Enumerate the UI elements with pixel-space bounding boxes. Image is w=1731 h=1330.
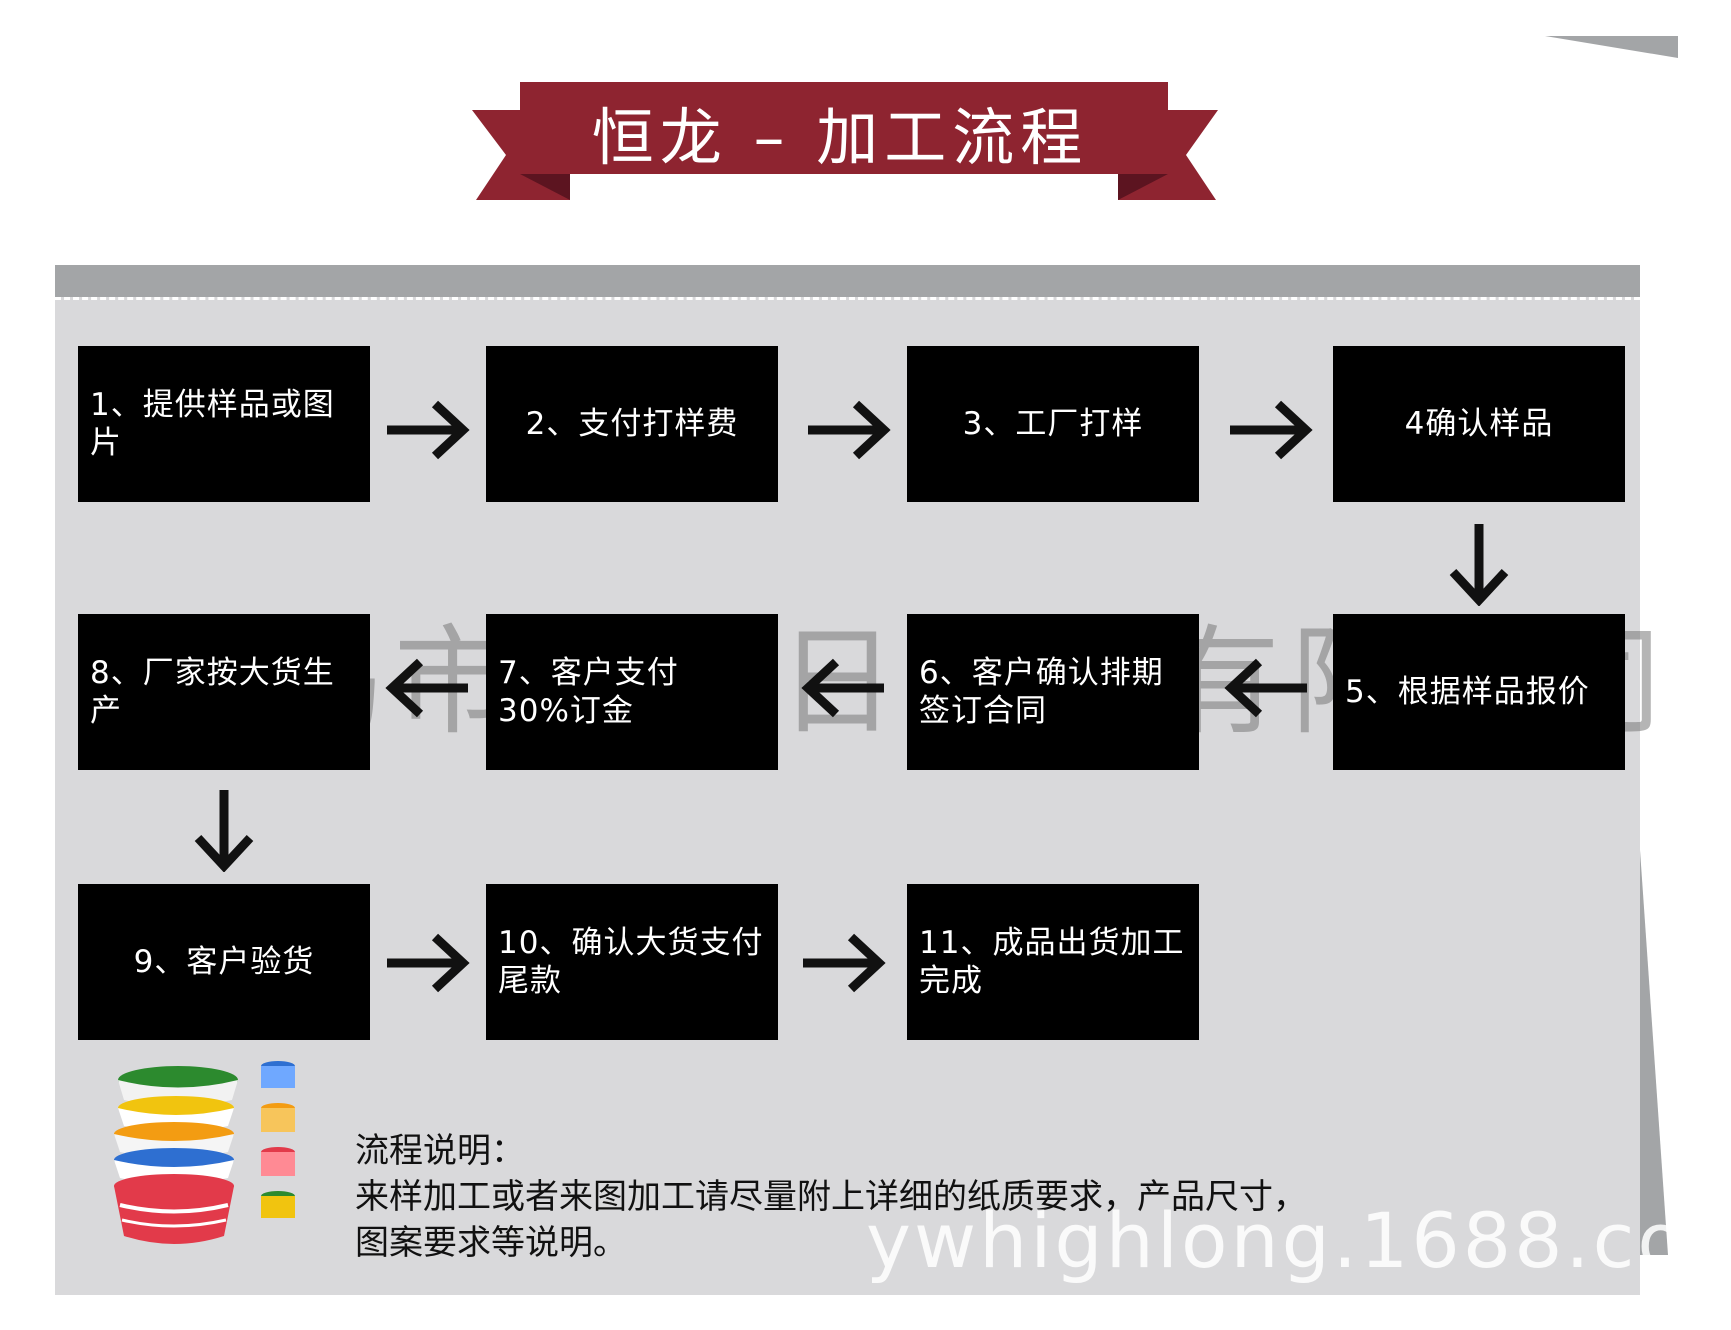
right-arrow-icon	[803, 933, 886, 993]
left-arrow-icon	[385, 658, 468, 718]
step-box-2: 2、支付打样费	[486, 346, 778, 502]
process-notes: 流程说明： 来样加工或者来图加工请尽量附上详细的纸质要求，产品尺寸， 图案要求等…	[355, 1128, 1455, 1266]
notes-line-1: 来样加工或者来图加工请尽量附上详细的纸质要求，产品尺寸，	[355, 1177, 1307, 1217]
step-label: 8、厂家按大货生产	[90, 655, 335, 729]
step-label: 5、根据样品报价	[1345, 674, 1590, 710]
left-arrow-icon	[1224, 658, 1307, 718]
right-arrow-icon	[808, 400, 891, 460]
step-label: 4确认样品	[1404, 406, 1554, 442]
down-arrow-icon	[1449, 524, 1509, 606]
step-label: 9、客户验货	[133, 944, 315, 980]
step-box-6: 6、客户确认排期签订合同	[907, 614, 1199, 770]
panel-dashed-line	[55, 297, 1640, 300]
corner-decoration	[1545, 36, 1678, 58]
step-label: 2、支付打样费	[525, 406, 739, 442]
right-arrow-icon	[1230, 400, 1313, 460]
page-title: 恒龙 – 加工流程	[591, 101, 1089, 174]
step-box-4: 4确认样品	[1333, 346, 1625, 502]
step-box-9: 9、客户验货	[78, 884, 370, 1040]
step-box-11: 11、成品出货加工完成	[907, 884, 1199, 1040]
step-box-5: 5、根据样品报价	[1333, 614, 1625, 770]
step-label: 1、提供样品或图片	[90, 387, 335, 461]
step-label: 6、客户确认排期签订合同	[919, 655, 1164, 729]
step-box-8: 8、厂家按大货生产	[78, 614, 370, 770]
left-arrow-icon	[801, 658, 884, 718]
step-label: 10、确认大货支付尾款	[498, 925, 764, 999]
step-box-10: 10、确认大货支付尾款	[486, 884, 778, 1040]
right-arrow-icon	[387, 933, 470, 993]
right-arrow-icon	[387, 400, 470, 460]
notes-heading: 流程说明：	[355, 1131, 525, 1171]
step-label: 3、工厂打样	[962, 406, 1144, 442]
step-label: 7、客户支付30%订金	[498, 655, 679, 729]
step-box-7: 7、客户支付30%订金	[486, 614, 778, 770]
notes-line-2: 图案要求等说明。	[355, 1223, 627, 1263]
step-label: 11、成品出货加工完成	[919, 925, 1185, 999]
step-box-1: 1、提供样品或图片	[78, 346, 370, 502]
down-arrow-icon	[194, 790, 254, 872]
step-box-3: 3、工厂打样	[907, 346, 1199, 502]
url-watermark: ywhighlong.1688.com	[866, 1196, 1731, 1285]
panel-top-band	[55, 265, 1640, 297]
title-ribbon	[472, 82, 1218, 200]
